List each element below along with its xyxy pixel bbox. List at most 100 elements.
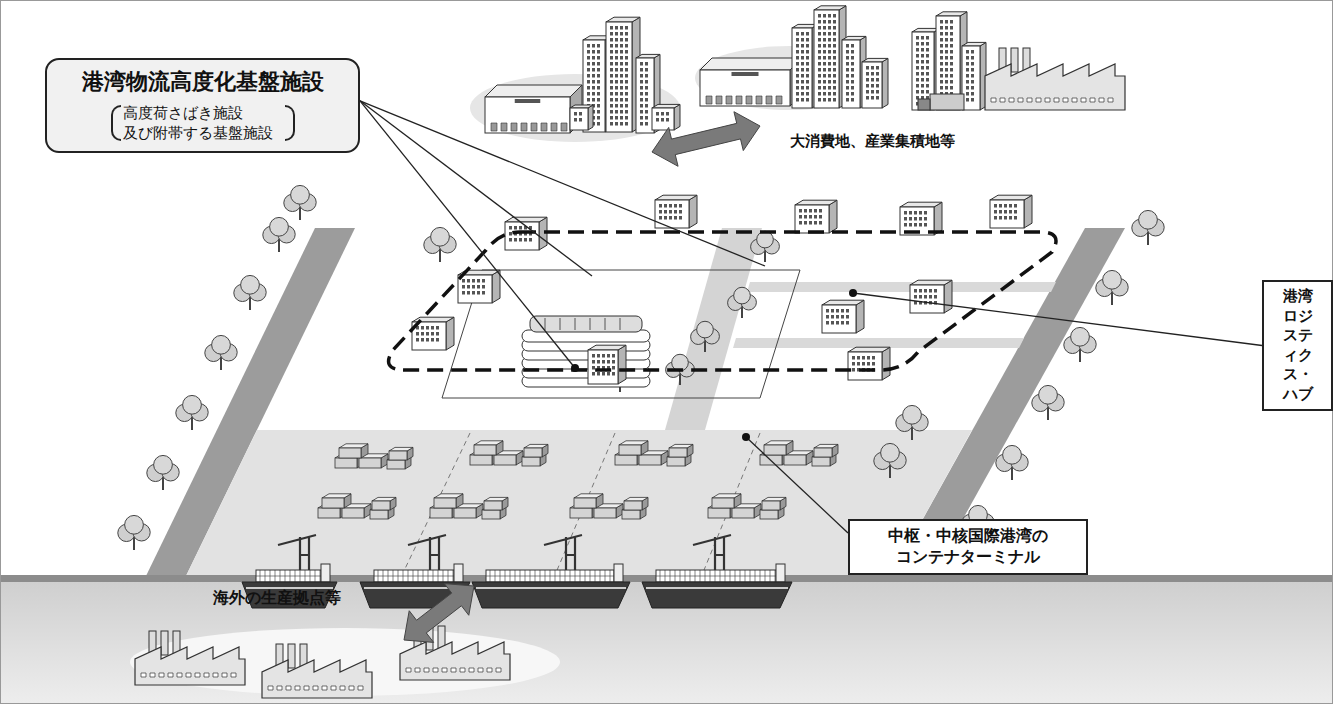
tree-crown <box>1039 385 1058 404</box>
container-front <box>764 445 786 455</box>
container-front <box>470 455 492 465</box>
container-front <box>760 510 778 519</box>
container-front <box>667 457 685 466</box>
building-front <box>652 108 674 130</box>
building-side <box>882 347 890 380</box>
factory-body <box>400 642 510 680</box>
building-roof <box>505 217 547 222</box>
building-front <box>636 58 654 133</box>
sea <box>1 582 1332 703</box>
building-side <box>829 200 837 233</box>
leader-line <box>853 293 1262 346</box>
origin-label: 海外の生産拠点等 <box>213 588 341 609</box>
callout-text: 港湾ロジスティクス・ハブ <box>1276 287 1319 404</box>
warehouse-roof <box>530 316 642 332</box>
building-front <box>990 200 1024 228</box>
building-side <box>492 270 500 303</box>
ship-container-grid <box>374 570 454 582</box>
building-side <box>588 105 593 130</box>
building-front <box>822 305 856 333</box>
yard-divider <box>402 433 470 575</box>
gantry-crane <box>278 535 316 575</box>
container-top <box>712 494 741 498</box>
building-windows <box>818 14 836 102</box>
building-roof <box>962 42 986 46</box>
building-front <box>570 108 588 130</box>
ship-container-grid <box>486 570 614 582</box>
leader-line <box>360 101 575 368</box>
container-front <box>335 458 357 468</box>
building-windows <box>966 50 974 102</box>
building-front <box>795 205 829 233</box>
leader-dot <box>571 364 579 372</box>
building-side <box>934 202 942 235</box>
container-front <box>474 445 496 455</box>
building-front <box>505 222 539 250</box>
hub-boundary <box>389 232 1056 370</box>
leader-line <box>360 101 592 276</box>
building-windows <box>799 209 822 225</box>
building-front <box>910 285 944 313</box>
hub-callout-box: 港湾ロジスティクス・ハブ <box>1262 280 1333 411</box>
building-side <box>856 300 864 333</box>
road <box>733 338 1024 348</box>
building-windows <box>846 44 854 102</box>
container-top <box>339 444 368 448</box>
leader-dot <box>849 289 857 297</box>
land <box>145 228 1125 578</box>
building-windows <box>640 62 648 126</box>
building-front <box>792 28 812 108</box>
building-front <box>458 275 492 303</box>
building-roof <box>652 104 680 108</box>
tree-crown <box>903 405 922 424</box>
building-side <box>1024 195 1032 228</box>
tree-crown <box>154 455 173 474</box>
building-roof <box>990 195 1032 200</box>
building-side <box>618 345 626 384</box>
container-top <box>762 497 786 501</box>
ship-container-grid <box>656 570 776 582</box>
building-front <box>606 22 632 132</box>
building-windows <box>416 326 439 342</box>
container-front <box>494 455 516 465</box>
container-front <box>708 508 730 518</box>
building-front <box>848 352 882 380</box>
factory-windows <box>268 686 363 690</box>
ship-containers <box>486 570 614 582</box>
ship-container-grid <box>256 570 321 582</box>
container-front <box>318 508 340 518</box>
ship-hull <box>642 582 792 608</box>
container-top <box>574 494 603 498</box>
tree-crown <box>183 395 202 414</box>
warehouse-shutters <box>706 96 782 104</box>
building-roof <box>842 36 866 40</box>
building-windows <box>574 112 582 122</box>
building-side <box>674 104 680 130</box>
tree-crown <box>881 443 900 462</box>
container-front <box>594 508 616 518</box>
container-front <box>814 448 832 457</box>
building-roof <box>862 58 888 62</box>
building-roof <box>900 202 942 207</box>
container-front <box>339 448 361 458</box>
container-top <box>619 441 648 445</box>
container-top <box>624 497 648 501</box>
container-front <box>712 498 734 508</box>
factory-body <box>135 647 245 685</box>
building-side <box>882 58 888 108</box>
container-top <box>389 447 413 451</box>
container-front <box>619 445 641 455</box>
leader-line <box>746 437 848 533</box>
building-windows <box>462 279 485 295</box>
building-roof <box>910 280 952 285</box>
callout-subtitle: 高度荷さばき施設 及び附帯する基盤施設 <box>109 103 297 144</box>
terminal-callout-box: 中枢・中核国際港湾の コンテナターミナル <box>848 519 1088 575</box>
truck-cab <box>918 99 930 110</box>
tree-crown <box>125 515 144 534</box>
ship-hull <box>472 582 630 608</box>
double-arrow <box>652 112 760 167</box>
facility-callout-box: 港湾物流高度化基盤施設高度荷さばき施設 及び附帯する基盤施設 <box>45 58 360 153</box>
factory-chimney <box>288 644 295 668</box>
